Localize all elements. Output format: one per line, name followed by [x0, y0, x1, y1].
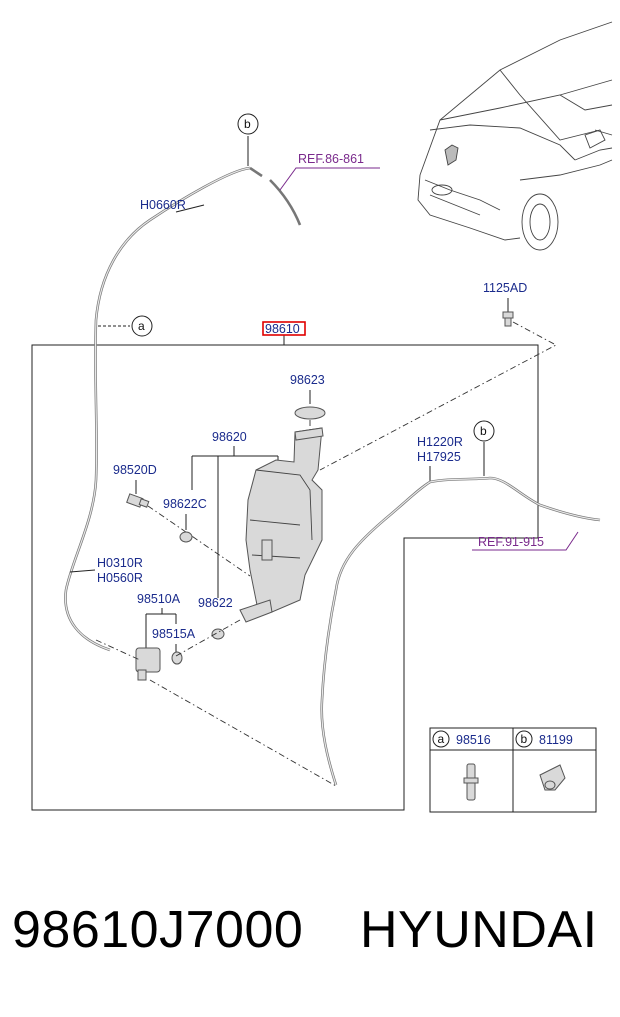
svg-text:b: b — [521, 732, 528, 746]
pump-motor-part — [126, 493, 150, 508]
label-hose-upper: H0660R — [140, 198, 186, 212]
part-number: 98610J7000 — [12, 901, 304, 959]
footer: 98610J7000 HYUNDAI — [0, 900, 620, 980]
detail-marker-b-lower — [473, 420, 495, 442]
legend-part-a: 98516 — [456, 733, 491, 747]
reservoir-part — [239, 427, 324, 623]
detail-marker-b-upper — [237, 113, 259, 135]
svg-text:a: a — [138, 319, 145, 333]
label-cap: 98623 — [290, 373, 325, 387]
pump-part — [135, 647, 161, 681]
bolt-part — [502, 311, 514, 327]
connector-part-a — [463, 763, 479, 801]
legend-marker-b — [515, 730, 533, 748]
label-bolt: 1125AD — [483, 281, 527, 295]
seal-part — [171, 651, 183, 665]
hose-right — [320, 476, 601, 786]
svg-text:b: b — [244, 117, 251, 131]
legend-part-b: 81199 — [539, 733, 573, 747]
label-reservoir: 98620 — [212, 430, 247, 444]
label-grommet-c: 98622C — [163, 497, 207, 511]
label-grommet: 98622 — [198, 596, 233, 610]
clip-part-b — [539, 764, 566, 791]
reference-upper: REF.86-861 — [298, 152, 364, 166]
legend-table: a 98516 b 81199 — [429, 727, 597, 813]
svg-text:b: b — [480, 424, 487, 438]
label-pump: 98510A — [137, 592, 181, 606]
label-hose-right-2: H17925 — [417, 450, 461, 464]
brand-name: HYUNDAI — [360, 901, 598, 959]
cap-part — [294, 406, 326, 420]
reference-lower: REF.91-915 — [478, 535, 544, 549]
car-illustration — [417, 21, 613, 251]
grommet-c-part — [179, 531, 193, 543]
legend-marker-a — [432, 730, 450, 748]
detail-marker-a — [131, 315, 153, 337]
parts-diagram: 98610 b H0660R REF.86-861 a 1125AD 98623… — [31, 21, 613, 813]
label-hose-left-2: H0560R — [97, 571, 143, 585]
grommet-part — [211, 628, 225, 640]
label-seal: 98515A — [152, 627, 196, 641]
svg-text:a: a — [438, 732, 445, 746]
assembly-code: 98610 — [265, 322, 300, 336]
label-hose-right-1: H1220R — [417, 435, 463, 449]
hose-upper — [64, 166, 302, 652]
label-pump-motor: 98520D — [113, 463, 157, 477]
assembly-frame — [31, 344, 539, 811]
label-hose-left-1: H0310R — [97, 556, 143, 570]
assembly-code-highlight — [262, 321, 306, 336]
